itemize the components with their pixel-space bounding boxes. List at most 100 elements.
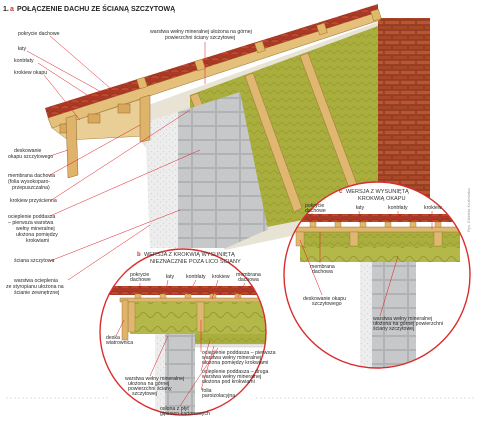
main-label-leader-3 (43, 74, 81, 121)
c-membrana-1: membrana (310, 264, 335, 270)
c-warstwa-3: ściany szczytowej (373, 326, 414, 332)
c-pokrycie-2: dachowe (305, 208, 326, 214)
detail-b: b WERSJA Z KROKWIĄ WYSUNIĘTĄ NIEZNACZNIE… (99, 248, 276, 417)
main-label-5: okapu szczytowego (8, 154, 53, 160)
b-warstwa-3: powierzchni ściany (128, 386, 172, 392)
label-top-center: warstwa wełny mineralnej ułożona na górn… (150, 29, 252, 84)
c-deskowanie-2: szczytowego (312, 301, 342, 307)
detail-b-border (99, 248, 267, 416)
detail-c-heading: WERSJA Z WYSUNIĘTĄ (346, 189, 409, 195)
b-ocieplenie2-1: ocieplenie poddasza – druga (202, 369, 268, 375)
main-label-2: kontrłaty (14, 58, 34, 64)
eave-fascia-2 (139, 94, 151, 143)
detail-c-rafter (284, 226, 466, 233)
detail-b-heading: WERSJA Z KROKWIĄ WYSUNIĘTĄ (144, 252, 235, 258)
c-warstwa-1: warstwa wełny mineralnej (373, 316, 432, 322)
main-label-11: – pierwsza warstwa (8, 220, 53, 226)
main-label-9: krokiew przyścienna (10, 198, 57, 204)
main-label-1: łaty (18, 46, 26, 52)
main-label-12: wełny mineralnej (16, 226, 55, 232)
detail-c-border (283, 181, 471, 369)
detail-c-styrofoam (360, 262, 372, 368)
b-folia-2: paroizolacyjna (202, 393, 235, 399)
main-label-0: pokrycie dachowe (18, 31, 60, 37)
b-ocieplenie2-3: ułożona pod krokwiami (202, 379, 255, 385)
detail-c-rafter-end-mid (349, 231, 359, 247)
b-deska-2: wiatrownica (106, 340, 133, 346)
credit-text: Rys. Elżbieta Kozłowska (466, 188, 471, 232)
main-label-leader-16 (67, 224, 151, 281)
b-folia-1: folia (202, 388, 212, 394)
detail-c-tiles (285, 214, 465, 222)
detail-c-rafter-end-left (295, 231, 305, 247)
b-ocieplenie1-2: warstwa wełny mineralnej (202, 355, 261, 361)
left-labels: pokrycie dachowe łaty kontrłaty krokiew oka… (6, 31, 201, 296)
main-label-leader-1 (26, 50, 106, 95)
main-label-17: ze styropianu ułożona na (6, 284, 64, 290)
b-ocieplenie1-1: ocieplenie poddasza – pierwsza (202, 350, 276, 356)
b-warstwa-4: szczytowej (132, 391, 157, 397)
b-ocieplenie2-2: warstwa wełny mineralnej (202, 374, 261, 380)
b-membrana-1: membrana (236, 272, 261, 278)
b-kontrlaty: kontrłaty (186, 274, 206, 280)
detail-c: c WERSJA Z WYSUNIĘTĄ KROKWIĄ OKAPU pokry… (283, 181, 471, 369)
b-oslona-1: osłona z płyt (160, 406, 189, 412)
b-laty: łaty (166, 274, 174, 280)
main-label-leader-15 (49, 209, 181, 262)
detail-b-tiles (100, 286, 266, 295)
c-warstwa-2: ułożona na górnej powierzchni (373, 321, 443, 327)
main-label-15: ściana szczytowa (14, 258, 54, 264)
main-label-leader-0 (49, 35, 111, 89)
b-pokrycie-2: dachowe (130, 277, 151, 283)
title-prefix: 1. (3, 6, 9, 13)
roof-tiles (45, 4, 378, 118)
c-kontrlaty: kontrłaty (388, 205, 408, 211)
main-label-8: przepuszczalna) (12, 185, 50, 191)
title-group: 1. a POŁĄCZENIE DACHU ZE ŚCIANĄ SZCZYTOW… (2, 4, 175, 14)
title-letter: a (10, 6, 14, 13)
detail-c-insulation-lower (300, 247, 460, 262)
detail-b-wall (165, 334, 195, 415)
label-top-center-line-2: powierzchni ściany szczytowej (165, 35, 235, 41)
main-label-4: deskowanie (14, 148, 42, 154)
b-oslona-2: gipsowo-kartonowych (160, 411, 210, 417)
detail-b-heading-2: NIEZNACZNIE POZA LICO ŚCIANY (150, 257, 241, 265)
detail-b-rafter-end-left (127, 301, 136, 333)
main-label-13: ułożona pomiędzy (16, 232, 58, 238)
detail-c-letter: c (339, 189, 343, 195)
c-membrana-2: dachowa (312, 269, 333, 275)
detail-c-insulation (300, 231, 460, 247)
detail-b-insulation (130, 302, 266, 334)
detail-c-leaders (299, 210, 433, 317)
main-label-6: membrana dachowa (8, 173, 55, 179)
b-krokiew: krokiew (212, 274, 230, 280)
b-warstwa-2: ułożona na górnej (128, 381, 169, 387)
label-top-center-line-1: warstwa wełny mineralnej ułożona na górn… (150, 29, 252, 35)
detail-c-heading-2: KROKWIĄ OKAPU (358, 196, 406, 202)
detail-b-wind-board (121, 299, 129, 341)
main-label-7: (folia wysokoparo- (8, 179, 50, 185)
c-laty: łaty (356, 205, 364, 211)
battens (136, 8, 382, 90)
main-label-3: krokiew okapu (14, 70, 47, 76)
detail-b-rafter (119, 297, 266, 303)
main-label-leader-6 (49, 124, 141, 176)
detail-b-plasterboard (194, 343, 266, 348)
detail-b-rafter-end-mid (196, 301, 205, 333)
detail-c-rafter-end-right (433, 231, 443, 247)
b-pokrycie-1: pokrycie (130, 272, 149, 278)
main-label-leader-10 (49, 149, 201, 217)
b-membrana-2: dachowa (238, 277, 259, 283)
detail-b-letter: b (137, 252, 141, 258)
b-ocieplenie1-3: ułożona pomiędzy krokwiami (202, 360, 268, 366)
c-pokrycie-1: pokrycie (305, 203, 324, 209)
b-deska-1: deska (106, 335, 120, 341)
detail-c-battens (309, 221, 442, 228)
main-label-leader-5 (49, 149, 69, 157)
c-deskowanie-1: deskowanie okapu (303, 296, 346, 302)
gable-wall-blocks (178, 92, 268, 248)
main-label-16: warstwa ocieplenia (14, 278, 58, 284)
detail-b-styrofoam (155, 334, 165, 415)
main-label-leader-9 (49, 109, 191, 202)
